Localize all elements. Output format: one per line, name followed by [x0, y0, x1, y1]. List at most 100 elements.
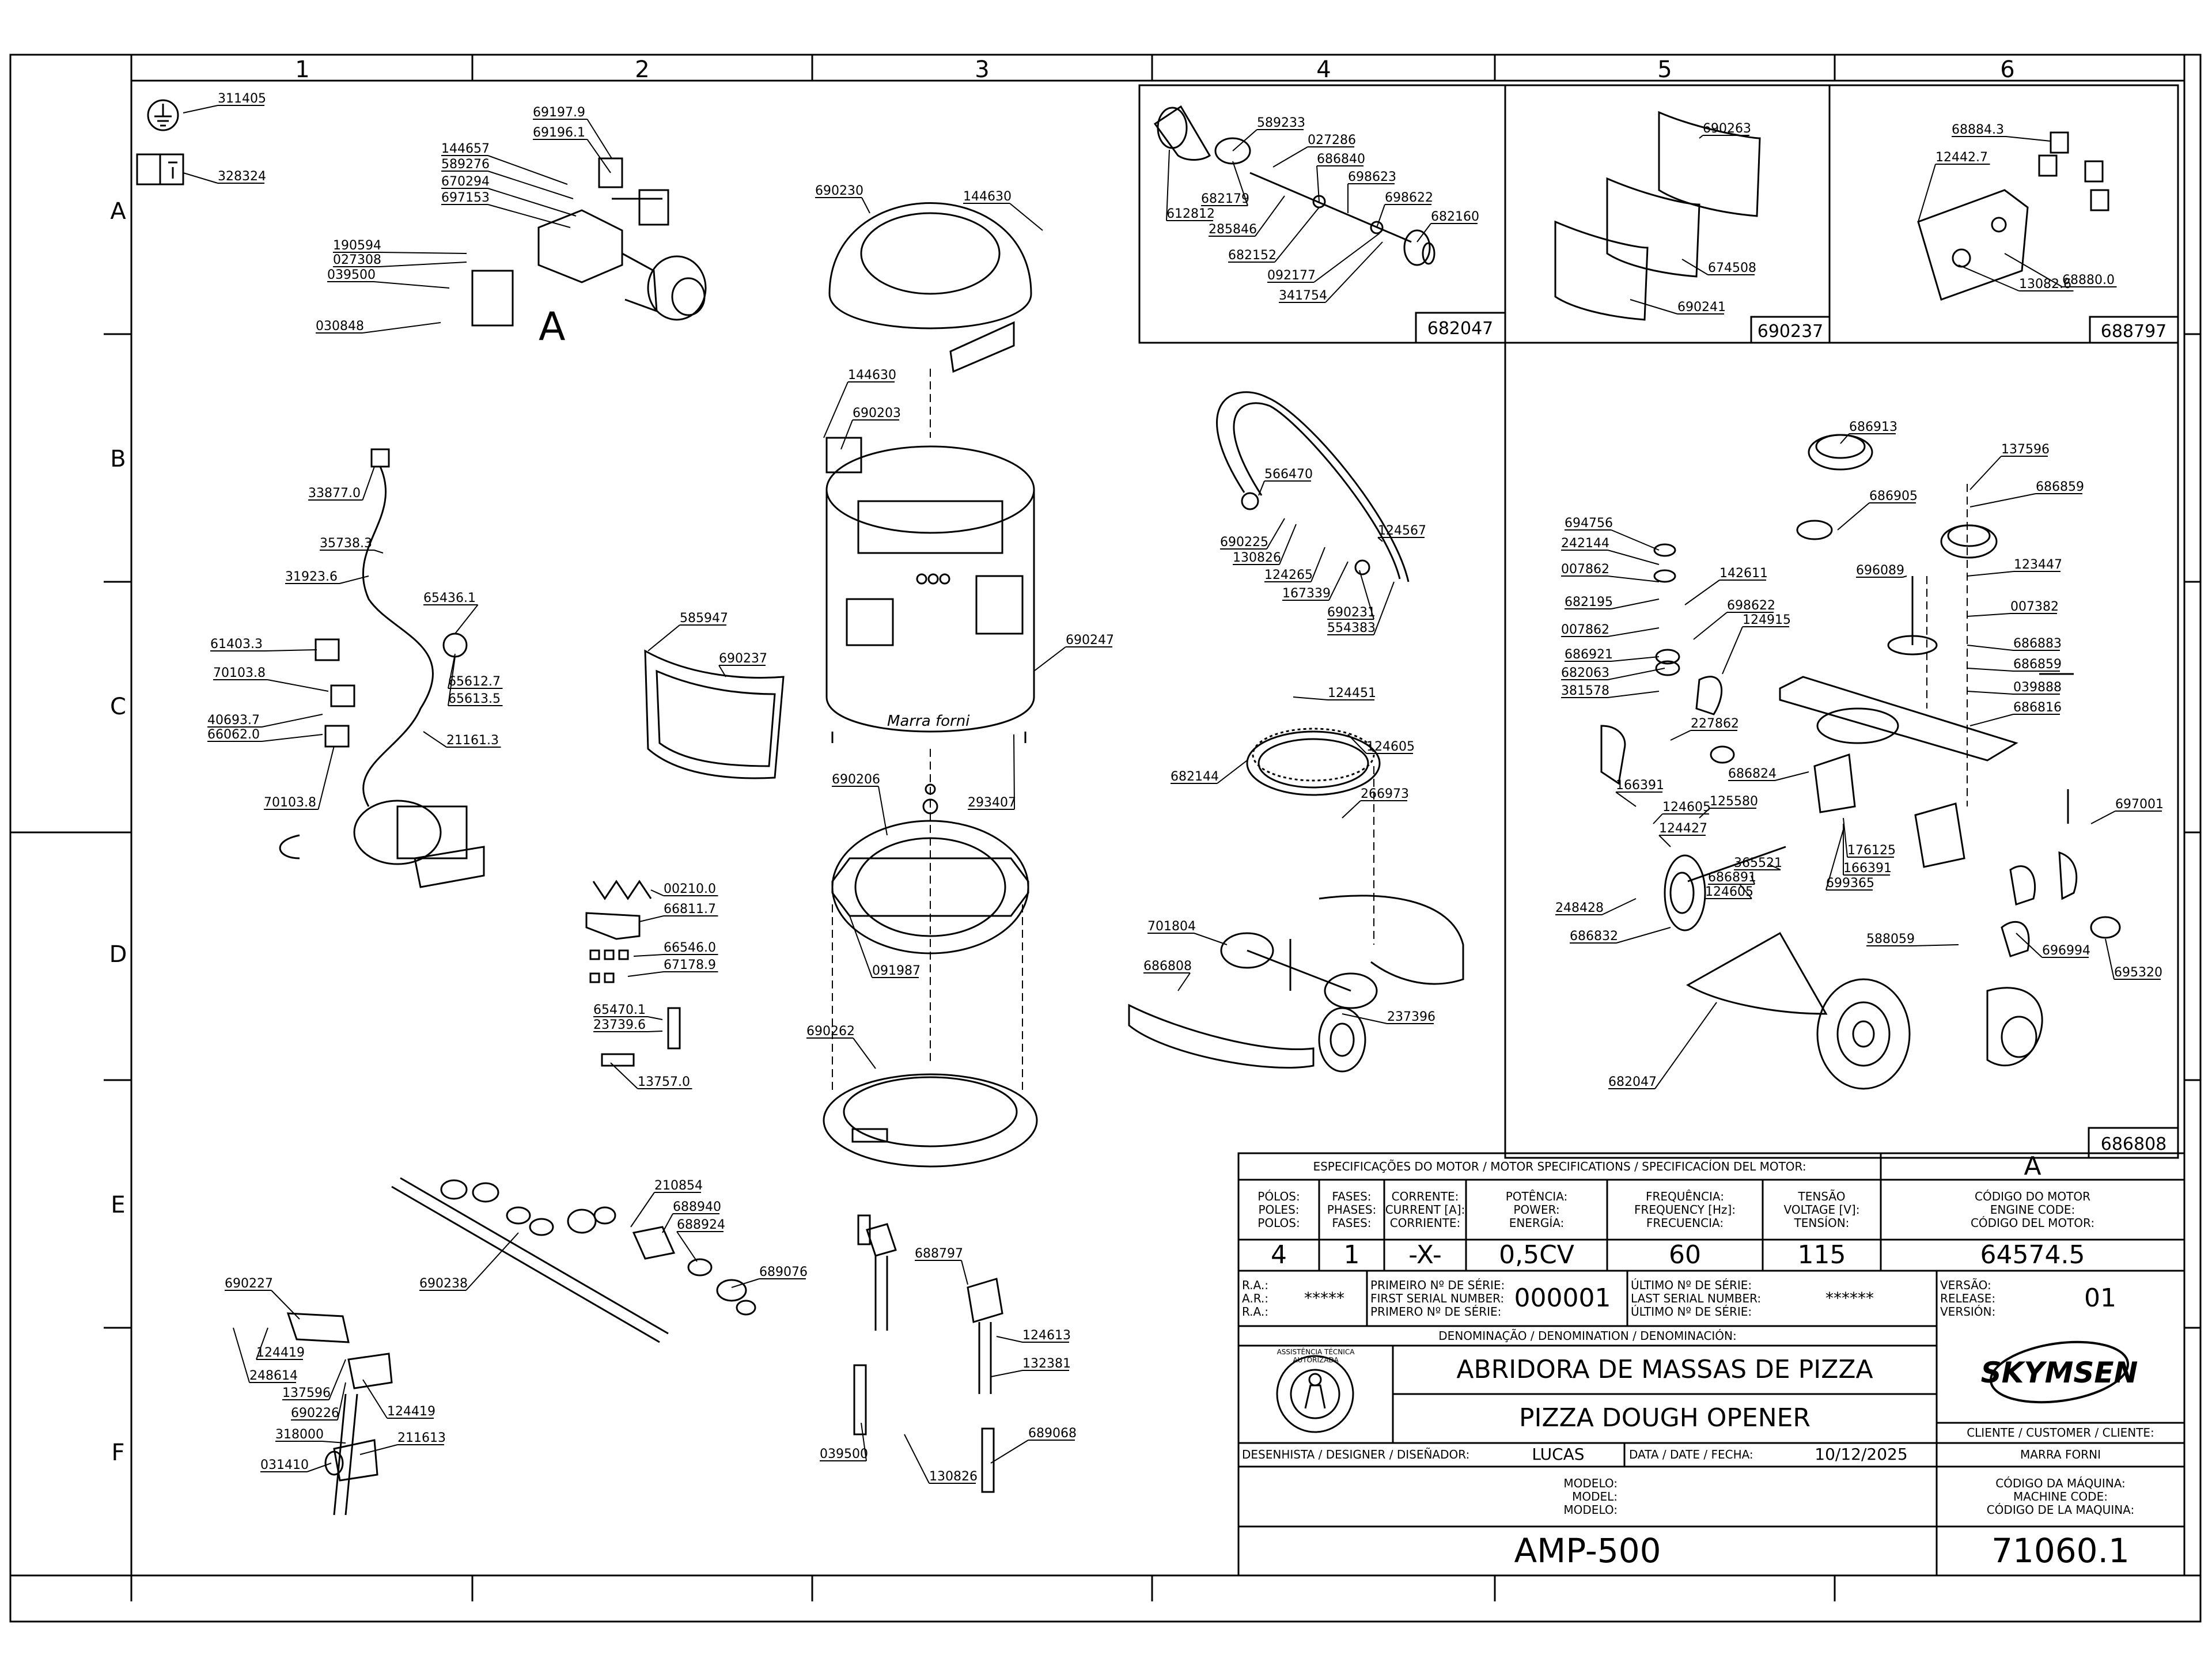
part-callout: 23739.6 — [593, 1018, 646, 1032]
callout-leader — [1967, 691, 2014, 695]
part-callout: 211613 — [397, 1431, 446, 1445]
drum-engraving: Marra forni — [887, 713, 970, 730]
part-callout: 688924 — [677, 1218, 725, 1232]
callout-leader — [1969, 714, 2014, 726]
callout-leader — [1607, 550, 1660, 565]
gearbox-motor-assembly — [471, 157, 707, 327]
part-callout: 688797 — [915, 1247, 963, 1261]
part-callout: 686824 — [1728, 767, 1777, 781]
voltage-header: TENSÃO VOLTAGE [V]: TENSÍON: — [1783, 1189, 1860, 1230]
callout-leader — [1416, 223, 1431, 243]
part-callout: 686808 — [1143, 959, 1192, 974]
part-callout: 690237 — [719, 652, 767, 666]
callout-leader — [904, 1434, 930, 1484]
callout-leader — [1342, 800, 1361, 819]
callout-leader — [1653, 813, 1663, 824]
part-callout: 123447 — [2014, 558, 2062, 572]
callout-leader — [362, 466, 375, 501]
brand-logo-text: SKYMSEN — [1981, 1356, 2138, 1389]
part-callout: 137596 — [282, 1386, 331, 1400]
callout-leader — [1958, 264, 2020, 291]
callout-leader — [1342, 1013, 1388, 1024]
grid-row-f: F — [111, 1440, 124, 1466]
seal-text: ASSISTÊNCIA TÉCNICA AUTORIZADA — [1277, 1348, 1355, 1364]
callout-leader — [1611, 529, 1660, 551]
callout-leader — [2004, 253, 2063, 287]
part-callout: 69197.9 — [533, 105, 585, 120]
part-callout: 285846 — [1209, 222, 1257, 237]
denomination-label: DENOMINAÇÃO / DENOMINATION / DENOMINACIÓ… — [1438, 1328, 1737, 1343]
poles-value: 4 — [1271, 1240, 1287, 1270]
title-block-frame — [1237, 1152, 2186, 1577]
callout-leader — [233, 1327, 250, 1383]
part-callout: 030848 — [316, 319, 364, 334]
part-callout: 293407 — [968, 796, 1016, 810]
part-callout: 689076 — [759, 1265, 808, 1279]
current-header: CORRENTE: CURRENT [A]: CORRIENTE: — [1385, 1189, 1465, 1230]
part-callout: 66062.0 — [207, 728, 260, 742]
part-callout: 686832 — [1570, 929, 1618, 944]
model-value: AMP-500 — [1514, 1531, 1661, 1571]
callout-leader — [650, 889, 664, 896]
glass-panels — [1554, 111, 1761, 321]
part-callout: 686913 — [1849, 420, 1897, 434]
callout-leader — [853, 1037, 876, 1069]
callout-leader — [849, 915, 873, 978]
callout-leader — [465, 1232, 519, 1291]
box-tag-686808: 686808 — [2101, 1134, 2167, 1154]
model-label: MODELO: MODEL: MODELO: — [1563, 1476, 1618, 1517]
callout-leader — [271, 1290, 300, 1320]
small-parts — [585, 880, 681, 1067]
part-callout: 682063 — [1561, 666, 1609, 680]
callout-leader — [2090, 810, 2116, 824]
callout-leader — [647, 1031, 663, 1032]
motor-spec-header: ESPECIFICAÇÕES DO MOTOR / MOTOR SPECIFIC… — [1313, 1159, 1806, 1173]
part-callout: 61403.3 — [210, 637, 263, 652]
part-callout: 554383 — [1327, 621, 1376, 635]
part-callout: 237396 — [1387, 1010, 1435, 1024]
part-callout: 69196.1 — [533, 126, 585, 140]
callout-leader — [373, 281, 450, 289]
callout-leader — [1670, 730, 1691, 741]
part-callout: 686891 — [1708, 870, 1756, 885]
callout-leader — [1967, 645, 2014, 651]
part-callout: 142611 — [1719, 566, 1768, 581]
part-callout: 682047 — [1608, 1075, 1657, 1089]
callout-leader — [1009, 203, 1043, 231]
part-callout: 124419 — [387, 1404, 435, 1419]
callout-leader — [1630, 299, 1678, 315]
callout-leader — [362, 322, 441, 334]
callout-leader — [1194, 933, 1228, 945]
callout-leader — [840, 419, 853, 450]
callout-leader — [423, 731, 447, 748]
part-callout: 70103.8 — [213, 666, 266, 680]
callout-leader — [183, 105, 218, 113]
part-callout: 124605 — [1705, 885, 1753, 899]
callout-leader — [1272, 146, 1308, 168]
part-callout: 318000 — [275, 1427, 324, 1442]
part-callout: 227862 — [1691, 717, 1739, 731]
part-callout: 690230 — [815, 184, 863, 198]
grid-row-d: D — [109, 941, 127, 968]
callout-leader — [487, 204, 571, 228]
callout-leader — [1258, 480, 1265, 496]
part-callout: 682144 — [1171, 770, 1219, 784]
callout-leader — [1607, 668, 1665, 680]
callout-leader — [1693, 612, 1728, 640]
ground-symbol-icon — [147, 99, 179, 131]
planetary-gear-train — [1600, 434, 2121, 957]
part-callout: 124419 — [256, 1346, 305, 1360]
callout-leader — [448, 656, 456, 706]
part-callout: 698622 — [1727, 599, 1775, 613]
callout-leader — [1616, 927, 1671, 944]
callout-leader — [317, 745, 335, 810]
callout-leader — [647, 624, 680, 652]
callout-leader — [1279, 524, 1297, 565]
callout-leader — [718, 665, 726, 677]
callout-leader — [1166, 149, 1170, 221]
part-callout: 328324 — [218, 169, 266, 184]
callout-leader — [1658, 835, 1671, 847]
callout-leader — [1177, 972, 1191, 991]
part-callout: 124265 — [1264, 568, 1313, 582]
